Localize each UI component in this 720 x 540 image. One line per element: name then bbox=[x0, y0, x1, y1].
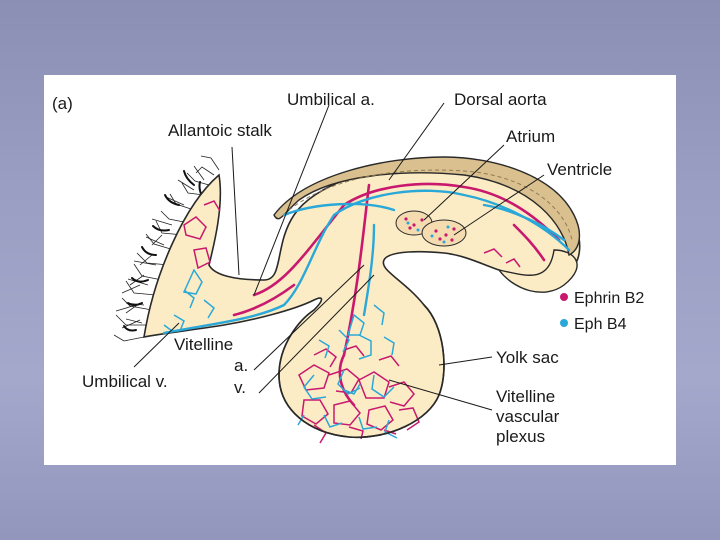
embryo-vasculature-diagram: (a) Umbilical a. Dorsal aorta Allantoic … bbox=[52, 90, 644, 446]
label-vitelline-artery: a. bbox=[234, 356, 248, 375]
chorionic-villi-bold bbox=[123, 170, 205, 332]
legend: Ephrin B2 Eph B4 bbox=[560, 290, 644, 333]
label-vascular-plexus-line1: Vitelline bbox=[496, 387, 555, 406]
yolk-sac-outline bbox=[278, 304, 445, 439]
leader-lines bbox=[133, 102, 545, 411]
label-vitelline-vein: v. bbox=[234, 378, 246, 397]
label-dorsal-aorta: Dorsal aorta bbox=[454, 90, 547, 109]
label-ventricle: Ventricle bbox=[547, 160, 612, 179]
legend-swatch-eph-b4 bbox=[560, 319, 568, 327]
venous-vessels bbox=[162, 189, 571, 335]
neural-tube bbox=[273, 156, 581, 257]
label-umbilical-vein: Umbilical v. bbox=[82, 372, 168, 391]
diagram-panel: (a) Umbilical a. Dorsal aorta Allantoic … bbox=[44, 75, 676, 465]
label-atrium: Atrium bbox=[506, 127, 555, 146]
label-allantoic-stalk: Allantoic stalk bbox=[168, 121, 272, 140]
label-yolk-sac: Yolk sac bbox=[496, 348, 559, 367]
panel-label: (a) bbox=[52, 94, 73, 113]
legend-label-eph-b4: Eph B4 bbox=[574, 316, 627, 333]
heart bbox=[395, 210, 467, 247]
label-umbilical-artery: Umbilical a. bbox=[287, 90, 375, 109]
label-vascular-plexus-line2: vascular bbox=[496, 407, 560, 426]
legend-label-ephrin-b2: Ephrin B2 bbox=[574, 290, 644, 307]
label-vascular-plexus-line3: plexus bbox=[496, 427, 545, 446]
label-vitelline: Vitelline bbox=[174, 335, 233, 354]
legend-swatch-ephrin-b2 bbox=[560, 293, 568, 301]
embryo-head bbox=[497, 249, 578, 293]
